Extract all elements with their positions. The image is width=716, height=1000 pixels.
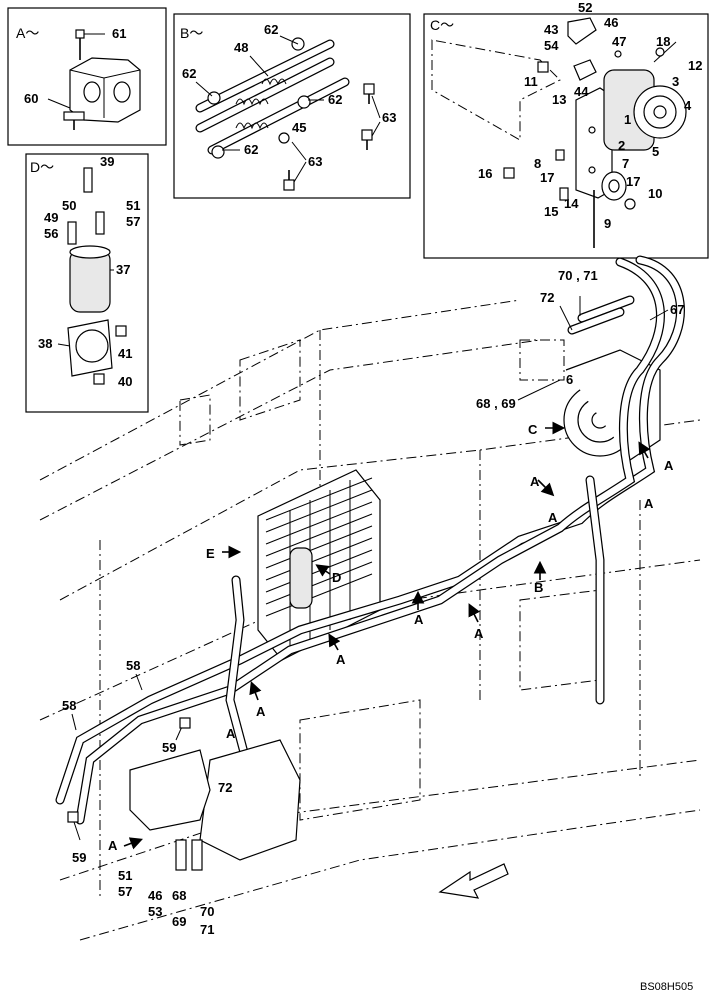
main-label-0: 70 , 71 bbox=[558, 268, 598, 283]
detail-panel-b: B～ 62 48 62 62 45 63 62 63 bbox=[173, 13, 411, 199]
view-marker-4: A bbox=[644, 496, 654, 511]
main-label-2: 67 bbox=[670, 302, 684, 317]
panel-c-label-6: 11 bbox=[524, 74, 538, 89]
panel-d-label-1: 50 bbox=[62, 198, 76, 213]
main-label-13: 53 bbox=[148, 904, 162, 919]
panel-c-label-19: 17 bbox=[626, 174, 640, 189]
panel-c-label-7: 44 bbox=[574, 84, 589, 99]
panel-c-label-14: 5 bbox=[652, 144, 659, 159]
panel-c-header: C～ bbox=[430, 17, 454, 33]
panel-c-label-16: 16 bbox=[478, 166, 492, 181]
panel-d-label-6: 37 bbox=[116, 262, 130, 277]
panel-c-label-9: 3 bbox=[672, 74, 679, 89]
view-marker-13: A bbox=[108, 838, 118, 853]
view-marker-9: A bbox=[474, 626, 484, 641]
main-label-17: 71 bbox=[200, 922, 214, 937]
panel-a-label-0: 61 bbox=[112, 26, 126, 41]
detail-panel-c: C～ 52 46 43 47 54 18 11 44 12 3 13 4 1 2… bbox=[423, 0, 709, 259]
main-label-1: 72 bbox=[540, 290, 554, 305]
panel-d-label-7: 38 bbox=[38, 336, 52, 351]
panel-b-label-0: 62 bbox=[264, 22, 278, 37]
view-markers: C E D A A A A B A A A A A A bbox=[108, 421, 674, 853]
detail-panel-d: D～ 39 50 51 49 57 56 37 38 41 40 bbox=[25, 153, 149, 413]
main-label-3: 6 bbox=[566, 372, 573, 387]
main-label-14: 68 bbox=[172, 888, 186, 903]
view-marker-12: A bbox=[226, 726, 236, 741]
main-label-9: 59 bbox=[72, 850, 86, 865]
main-label-11: 57 bbox=[118, 884, 132, 899]
main-label-8: 72 bbox=[218, 780, 232, 795]
main-label-16: 70 bbox=[200, 904, 214, 919]
panel-c-label-15: 8 bbox=[534, 156, 541, 171]
panel-c-label-12: 1 bbox=[624, 112, 631, 127]
panel-a-header: A～ bbox=[16, 25, 39, 41]
panel-c-label-10: 13 bbox=[552, 92, 566, 107]
main-label-15: 69 bbox=[172, 914, 186, 929]
front-direction-arrow bbox=[438, 863, 509, 899]
view-marker-1: E bbox=[206, 546, 215, 561]
view-marker-8: A bbox=[414, 612, 424, 627]
panel-d-label-5: 56 bbox=[44, 226, 58, 241]
panel-c-label-0: 52 bbox=[578, 0, 592, 15]
main-label-4: 68 , 69 bbox=[476, 396, 516, 411]
panel-c-label-13: 2 bbox=[618, 138, 625, 153]
panel-c-label-20: 10 bbox=[648, 186, 662, 201]
panel-b-label-5: 63 bbox=[382, 110, 396, 125]
view-marker-11: A bbox=[256, 704, 266, 719]
panel-d-label-2: 51 bbox=[126, 198, 140, 213]
panel-c-label-23: 9 bbox=[604, 216, 611, 231]
view-marker-7: B bbox=[534, 580, 543, 595]
panel-c-label-2: 43 bbox=[544, 22, 558, 37]
panel-b-label-2: 62 bbox=[182, 66, 196, 81]
panel-c-label-18: 7 bbox=[622, 156, 629, 171]
panel-c-label-4: 54 bbox=[544, 38, 559, 53]
panel-b-label-4: 45 bbox=[292, 120, 306, 135]
panel-d-header: D～ bbox=[30, 159, 54, 175]
panel-c-label-21: 15 bbox=[544, 204, 558, 219]
view-marker-2: D bbox=[332, 570, 341, 585]
panel-b-label-1: 48 bbox=[234, 40, 248, 55]
panel-c-label-8: 12 bbox=[688, 58, 702, 73]
main-assembly: C E D A A A A B A A A A A A 70 , 71 bbox=[39, 255, 701, 941]
drawing-code: BS08H505 bbox=[640, 981, 693, 993]
panel-d-label-4: 57 bbox=[126, 214, 140, 229]
panel-c-label-1: 46 bbox=[604, 15, 618, 30]
detail-panel-a: A～ 61 60 bbox=[7, 7, 167, 146]
panel-a-label-1: 60 bbox=[24, 91, 38, 106]
panel-b-label-3: 62 bbox=[328, 92, 342, 107]
main-label-6: 58 bbox=[62, 698, 76, 713]
view-marker-6: A bbox=[548, 510, 558, 525]
view-marker-10: A bbox=[336, 652, 346, 667]
panel-d-label-0: 39 bbox=[100, 154, 114, 169]
panel-c-label-3: 47 bbox=[612, 34, 626, 49]
main-label-10: 51 bbox=[118, 868, 132, 883]
main-label-7: 59 bbox=[162, 740, 176, 755]
view-marker-5: A bbox=[530, 474, 540, 489]
panel-d-label-3: 49 bbox=[44, 210, 58, 225]
view-marker-0: C bbox=[528, 422, 538, 437]
panel-d-label-8: 41 bbox=[118, 346, 132, 361]
panel-c-label-5: 18 bbox=[656, 34, 670, 49]
panel-d-label-9: 40 bbox=[118, 374, 132, 389]
panel-b-header: B～ bbox=[180, 25, 203, 41]
panel-c-label-17: 17 bbox=[540, 170, 554, 185]
main-label-5: 58 bbox=[126, 658, 140, 673]
main-label-12: 46 bbox=[148, 888, 162, 903]
view-marker-3: A bbox=[664, 458, 674, 473]
panel-b-label-6: 62 bbox=[244, 142, 258, 157]
panel-b-label-7: 63 bbox=[308, 154, 322, 169]
panel-c-label-11: 4 bbox=[684, 98, 692, 113]
